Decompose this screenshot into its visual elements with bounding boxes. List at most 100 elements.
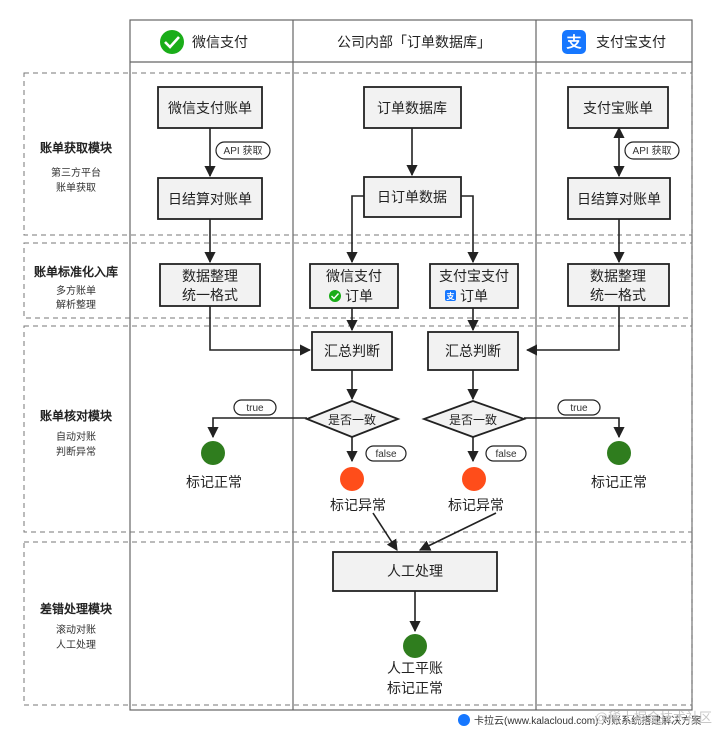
svg-text:支: 支 [565, 33, 582, 51]
final-result: 人工平账 标记正常 [387, 634, 443, 696]
svg-text:账单标准化入库: 账单标准化入库 [34, 264, 118, 279]
lane-title-internal: 公司内部「订单数据库」 [337, 34, 491, 50]
svg-text:第三方平台: 第三方平台 [51, 166, 101, 179]
svg-text:是否一致: 是否一致 [449, 413, 497, 427]
svg-text:滚动对账: 滚动对账 [56, 623, 96, 636]
kalacloud-logo-icon [458, 714, 470, 726]
svg-text:差错处理模块: 差错处理模块 [39, 601, 113, 616]
badge-alipay-api: API 获取 [624, 141, 680, 160]
svg-text:标记正常: 标记正常 [591, 474, 647, 490]
module-label-error: 差错处理模块 滚动对账 人工处理 [39, 601, 113, 651]
svg-text:日结算对账单: 日结算对账单 [577, 191, 661, 207]
status-abnormal-dot [340, 467, 364, 491]
svg-text:标记正常: 标记正常 [186, 474, 242, 490]
badge-wechat-api: API 获取 [215, 141, 271, 160]
wechat-pay-icon [329, 290, 341, 302]
status-normal-dot [607, 441, 631, 465]
svg-text:账单获取模块: 账单获取模块 [40, 140, 113, 155]
module-label-fetch: 账单获取模块 第三方平台 账单获取 [40, 140, 113, 194]
svg-text:false: false [375, 449, 397, 460]
svg-text:true: true [570, 403, 588, 414]
node-sum-left: 汇总判断 [311, 331, 393, 371]
svg-text:数据整理: 数据整理 [182, 268, 238, 284]
alipay-icon [445, 290, 456, 301]
node-alipay-daily: 日结算对账单 [567, 177, 671, 220]
connectors [204, 126, 625, 633]
svg-text:API 获取: API 获取 [224, 145, 263, 157]
lane-header-wechat: 微信支付 [160, 30, 248, 54]
svg-text:支付宝支付: 支付宝支付 [439, 268, 509, 284]
svg-text:支付宝账单: 支付宝账单 [583, 100, 653, 116]
svg-text:日结算对账单: 日结算对账单 [168, 191, 252, 207]
svg-text:true: true [246, 403, 264, 414]
node-wechat-order: 微信支付 订单 [309, 263, 399, 309]
node-alipay-bill: 支付宝账单 [567, 86, 669, 129]
svg-text:多方账单: 多方账单 [56, 284, 96, 297]
svg-text:账单获取: 账单获取 [56, 182, 96, 194]
svg-text:数据整理: 数据整理 [590, 268, 646, 284]
band-normalize [23, 242, 693, 319]
svg-text:API 获取: API 获取 [633, 145, 672, 157]
module-bands [23, 72, 693, 706]
svg-text:账单核对模块: 账单核对模块 [40, 408, 113, 423]
node-wechat-normalize: 数据整理 统一格式 [159, 263, 261, 307]
svg-text:订单: 订单 [460, 288, 488, 304]
node-sum-right: 汇总判断 [427, 331, 519, 371]
badge-true-right: true [557, 399, 601, 416]
lane-title-alipay: 支付宝支付 [596, 34, 666, 50]
node-wechat-bill: 微信支付账单 [157, 86, 263, 129]
decision-right: 是否一致 [421, 400, 527, 438]
node-daily-order: 日订单数据 [363, 176, 462, 218]
watermark: @稀土掘金技术社区 [595, 710, 712, 725]
mark-abnormal-left: 标记异常 [330, 467, 386, 513]
svg-text:标记正常: 标记正常 [387, 680, 443, 696]
band-fetch [23, 72, 693, 236]
badge-false-right: false [485, 445, 527, 462]
wechat-pay-icon [160, 30, 184, 54]
band-check [23, 325, 693, 533]
module-label-check: 账单核对模块 自动对账 判断异常 [40, 408, 113, 458]
svg-text:统一格式: 统一格式 [590, 287, 646, 303]
footer-credit: 卡拉云(www.kalacloud.com) 对账系统搭建解决方案 [458, 714, 701, 727]
alipay-icon [562, 30, 586, 54]
node-wechat-daily: 日结算对账单 [157, 177, 263, 220]
lane-title-wechat: 微信支付 [192, 34, 248, 50]
svg-text:标记异常: 标记异常 [448, 497, 504, 513]
node-alipay-order: 支付宝支付 支 订单 [429, 263, 519, 309]
mark-abnormal-right: 标记异常 [448, 467, 504, 513]
svg-text:汇总判断: 汇总判断 [445, 343, 501, 359]
node-order-db: 订单数据库 [363, 86, 462, 129]
svg-text:支: 支 [446, 291, 456, 301]
svg-text:自动对账: 自动对账 [56, 430, 96, 443]
decision-left: 是否一致 [304, 400, 401, 438]
svg-text:标记异常: 标记异常 [330, 497, 386, 513]
svg-text:微信支付账单: 微信支付账单 [168, 100, 252, 116]
svg-text:人工处理: 人工处理 [56, 639, 96, 651]
badge-true-left: true [233, 399, 277, 416]
node-alipay-normalize: 数据整理 统一格式 [567, 263, 670, 307]
svg-text:是否一致: 是否一致 [328, 413, 376, 427]
node-manual: 人工处理 [332, 551, 498, 592]
status-normal-dot [403, 634, 427, 658]
mark-normal-left: 标记正常 [186, 441, 242, 490]
svg-text:解析整理: 解析整理 [56, 298, 96, 311]
status-abnormal-dot [462, 467, 486, 491]
svg-text:判断异常: 判断异常 [56, 445, 96, 458]
svg-text:微信支付: 微信支付 [326, 268, 382, 284]
status-normal-dot [201, 441, 225, 465]
badge-false-left: false [365, 445, 407, 462]
svg-text:卡拉云(www.kalacloud.com) 对账系统搭建解: 卡拉云(www.kalacloud.com) 对账系统搭建解决方案 [474, 714, 701, 727]
svg-text:订单: 订单 [345, 288, 373, 304]
svg-text:汇总判断: 汇总判断 [324, 343, 380, 359]
svg-text:人工平账: 人工平账 [387, 660, 443, 676]
svg-text:人工处理: 人工处理 [387, 563, 443, 579]
band-error [23, 541, 693, 706]
svg-text:false: false [495, 449, 517, 460]
lane-header-alipay: 支 支付宝支付 [562, 30, 666, 54]
svg-text:订单数据库: 订单数据库 [377, 100, 447, 116]
module-label-normalize: 账单标准化入库 多方账单 解析整理 [34, 264, 118, 311]
mark-normal-right: 标记正常 [591, 441, 647, 490]
svg-text:统一格式: 统一格式 [182, 287, 238, 303]
svg-text:日订单数据: 日订单数据 [377, 189, 447, 205]
